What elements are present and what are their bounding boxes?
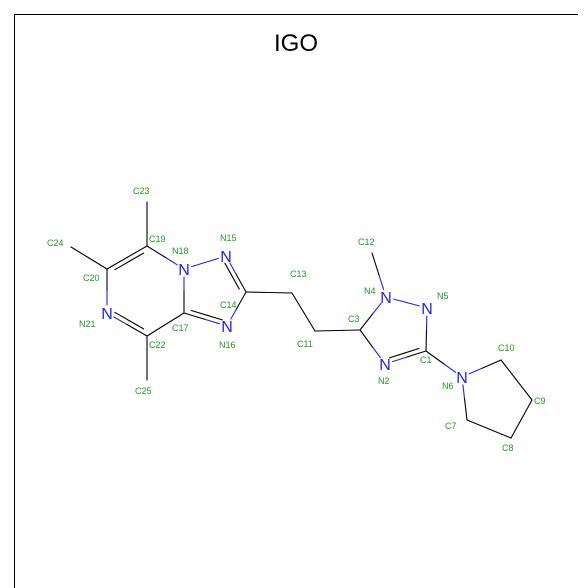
bond-c1-n2 <box>404 350 427 359</box>
atom-label-c10: C10 <box>498 343 515 353</box>
bond-n18-c19 <box>164 256 178 266</box>
atom-label-n4: N4 <box>364 286 376 296</box>
atom-label-n6: N6 <box>442 381 454 391</box>
bond-c1-n2-inner <box>403 347 420 354</box>
bond-n15-n18 <box>204 257 219 264</box>
bond-c19-c20 <box>126 245 148 259</box>
bond-n16-c14 <box>235 291 247 310</box>
bond-c22-c17 <box>164 312 185 326</box>
atom-label-c8: C8 <box>502 443 514 453</box>
atom-label-n18: N18 <box>172 246 189 256</box>
bond-n6-c7 <box>463 397 468 421</box>
bond-c22-c17 <box>146 323 167 337</box>
atom-label-c7: C7 <box>445 421 457 431</box>
bond-c7-c8 <box>466 419 490 430</box>
bond-c1-n6 <box>443 363 457 373</box>
bond-c3-n4 <box>372 302 382 315</box>
bond-c9-c10 <box>515 379 533 401</box>
bond-n4-c12 <box>378 274 385 290</box>
atom-label-n15: N15 <box>220 233 237 243</box>
bond-c17-n16 <box>204 318 220 325</box>
bond-c13-c14 <box>268 291 293 294</box>
molecule-title: IGO <box>273 30 318 57</box>
atom-symbol-n4: N <box>380 290 392 307</box>
bond-c11-c13 <box>291 292 305 313</box>
bond-n21-c22-inner <box>128 320 145 330</box>
bond-n2-c3 <box>371 346 381 359</box>
atom-symbol-n16: N <box>221 319 233 336</box>
atom-label-c17: C17 <box>172 323 189 333</box>
bond-c17-n16 <box>183 312 207 321</box>
bond-n21-c22-inner <box>114 311 130 322</box>
atom-symbol-n21: N <box>101 306 113 323</box>
bond-c19-c20-inner <box>114 260 130 271</box>
atom-symbol-n6: N <box>456 370 468 387</box>
atom-label-c22: C22 <box>149 340 166 350</box>
bond-c9-c10 <box>500 359 518 381</box>
atom-symbol-n2: N <box>379 357 391 374</box>
atom-symbol-n5: N <box>421 301 433 318</box>
bond-c3-n4 <box>359 312 374 331</box>
atom-label-c11: C11 <box>297 339 313 349</box>
bond-c11-c13 <box>302 311 316 332</box>
bond-c10-n6 <box>480 359 502 370</box>
bond-n15-n18 <box>191 261 206 268</box>
bond-n4-n5 <box>405 301 420 307</box>
atom-label-c9: C9 <box>534 396 546 406</box>
atom-label-c19: C19 <box>149 234 166 244</box>
bond-c10-n6 <box>468 367 483 375</box>
bond-c8-c9 <box>520 399 533 420</box>
bond-n18-c19 <box>146 245 167 259</box>
atom-label-c3: C3 <box>348 314 360 324</box>
bond-c19-c20-inner <box>128 252 145 262</box>
atom-label-c12: C12 <box>358 237 375 247</box>
bond-c7-c8 <box>488 428 512 439</box>
atom-label-n5: N5 <box>437 291 449 301</box>
bond-c14-n15-inner <box>231 275 240 290</box>
atom-label-n2: N2 <box>378 376 390 386</box>
bond-c1-n2 <box>392 356 407 363</box>
bond-c20-c24 <box>88 257 108 270</box>
atom-label-n16: N16 <box>219 340 236 350</box>
atom-label-c24: C24 <box>47 238 64 248</box>
bond-c1-n6 <box>425 350 445 365</box>
figure-frame <box>14 14 578 588</box>
bond-c14-n15 <box>229 262 237 275</box>
bond-c20-c24 <box>70 246 90 259</box>
atom-label-n21: N21 <box>79 319 96 329</box>
bond-n4-c12 <box>371 252 380 276</box>
bond-c13-c14 <box>245 291 270 294</box>
bond-c14-n15 <box>235 273 247 293</box>
atom-label-c23: C23 <box>133 186 150 196</box>
bond-c17-n16-inner <box>190 309 208 316</box>
bond-c17-n16-inner <box>206 314 223 321</box>
atom-label-c1: C1 <box>420 355 432 365</box>
bond-n2-c3 <box>359 329 374 348</box>
bond-n16-c14 <box>230 308 238 320</box>
atom-label-c13: C13 <box>290 269 307 279</box>
bond-c3-c11 <box>336 329 361 332</box>
bond-c1-n2-inner <box>388 352 405 359</box>
bond-n6-c7 <box>462 384 466 400</box>
atom-label-c14: C14 <box>220 300 237 310</box>
bond-c8-c9 <box>510 418 523 439</box>
bond-n4-n5 <box>393 298 408 304</box>
bond-n5-c1 <box>425 328 428 352</box>
bond-c3-c11 <box>314 329 339 332</box>
atom-symbol-n18: N <box>178 262 190 279</box>
bond-c19-c20 <box>106 256 128 270</box>
bond-n21-c22 <box>126 323 148 337</box>
bond-n21-c22 <box>113 316 128 326</box>
atom-label-c20: C20 <box>83 273 100 283</box>
atom-label-c25: C25 <box>135 386 152 396</box>
bond-c14-n15-inner <box>224 262 233 277</box>
atom-symbol-n15: N <box>220 249 232 266</box>
